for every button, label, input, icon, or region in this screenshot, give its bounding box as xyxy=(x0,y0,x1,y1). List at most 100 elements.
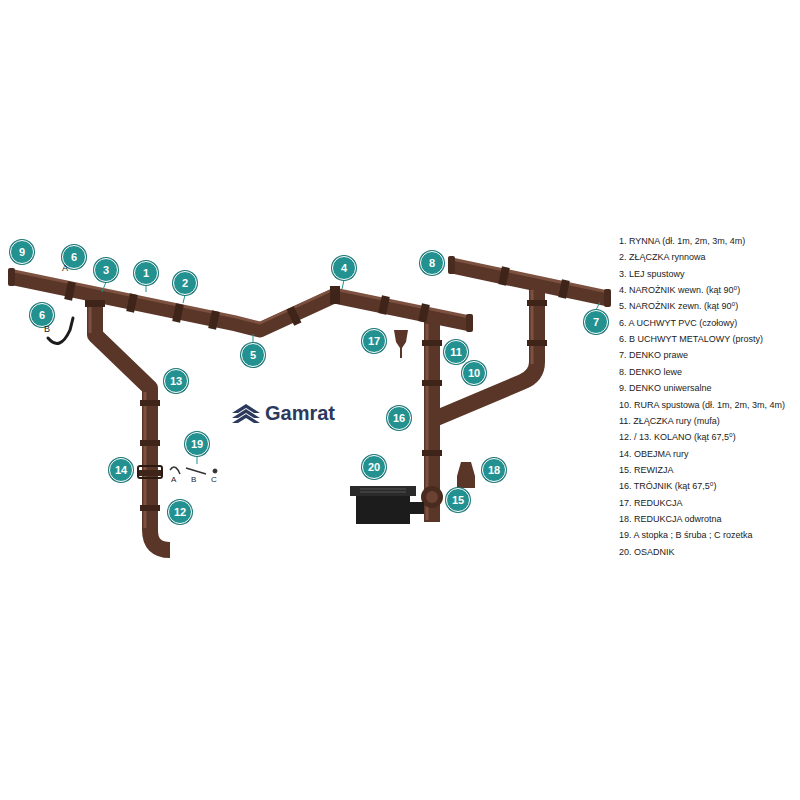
parts-list-item: 12. / 13. KOLANO (kąt 67,5⁰) xyxy=(619,433,736,443)
illustration-part xyxy=(102,282,106,292)
illustration-part xyxy=(418,303,430,322)
callout-text: 15 xyxy=(452,495,464,506)
callout-text: 3 xyxy=(103,265,109,276)
illustration-part xyxy=(330,286,340,304)
callout-number: 14 xyxy=(109,458,133,482)
parts-list-item: 8. DENKO lewe xyxy=(619,368,682,378)
callout-number: 11 xyxy=(444,340,468,364)
variant-letter: B xyxy=(44,325,50,335)
illustration-part xyxy=(432,282,537,420)
parts-list-item: 14. OBEJMA rury xyxy=(619,450,689,460)
callout-text: 2 xyxy=(182,278,188,289)
callout-number: 4 xyxy=(332,256,356,280)
illustration-part xyxy=(186,468,206,474)
illustration-part xyxy=(527,300,547,306)
parts-list-item: 2. ZŁĄCZKA rynnowa xyxy=(619,253,706,263)
rewizja xyxy=(421,486,443,508)
illustration-part xyxy=(356,496,410,524)
callout-text: 6 xyxy=(71,252,77,263)
illustration-part xyxy=(394,330,408,358)
illustration-part xyxy=(213,469,217,473)
parts-list-item: 18. REDUKCJA odwrotna xyxy=(619,515,722,525)
callout-number: 10 xyxy=(462,361,486,385)
callout-text: 16 xyxy=(393,413,405,424)
illustration-part xyxy=(64,281,76,300)
gamrat-logo-icon xyxy=(232,404,260,423)
callout-text: 7 xyxy=(593,317,599,328)
illustration-part xyxy=(183,295,185,303)
parts-list-item: 19. A stopka ; B śruba ; C rozetka xyxy=(619,531,753,541)
callout-number: 19 xyxy=(185,432,209,456)
parts-list-item: 1. RYNNA (dł. 1m, 2m, 3m, 4m) xyxy=(619,237,745,247)
illustration-part xyxy=(146,285,147,292)
parts-list-item: 4. NAROŻNIK wewn. (kąt 90⁰) xyxy=(619,286,740,296)
illustration-part xyxy=(604,289,611,307)
illustration-part xyxy=(14,271,470,323)
parts-list-item: 10. RURA spustowa (dł. 1m, 2m, 3m, 4m) xyxy=(619,401,785,411)
illustration-part xyxy=(498,266,510,285)
variant-letter: C xyxy=(211,476,217,485)
callout-number: 17 xyxy=(362,329,386,353)
clamp-ring xyxy=(138,466,162,478)
illustration-part xyxy=(596,302,600,310)
callout-text: 17 xyxy=(368,336,380,347)
callout-text: 12 xyxy=(174,507,186,518)
illustration-part xyxy=(422,380,442,386)
illustration-part xyxy=(466,314,473,332)
osadnik xyxy=(350,486,424,524)
illustration-part xyxy=(172,303,184,322)
parts-list-item: 6. B UCHWYT METALOWY (prosty) xyxy=(619,335,763,345)
variant-letter: A xyxy=(171,476,176,485)
variant-letter: B xyxy=(191,476,196,485)
callout-text: 6 xyxy=(39,310,45,321)
callout-text: 13 xyxy=(170,376,182,387)
illustration-part xyxy=(140,505,160,511)
illustration-part xyxy=(8,268,15,286)
callout-text: 8 xyxy=(429,258,435,269)
callout-number: 18 xyxy=(482,458,506,482)
illustration-part xyxy=(422,340,442,346)
parts-list-item: 6. A UCHWYT PVC (czołowy) xyxy=(619,319,737,329)
callout-text: 18 xyxy=(488,465,500,476)
illustration-part xyxy=(426,491,438,503)
callout-number: 5 xyxy=(241,343,265,367)
illustration-part xyxy=(378,295,390,314)
parts-list-item: 17. REDUKCJA xyxy=(619,499,683,509)
illustration-part xyxy=(404,502,424,514)
callout-text: 19 xyxy=(191,439,203,450)
callout-number: 2 xyxy=(173,271,197,295)
callout-number: 3 xyxy=(94,258,118,282)
callout-text: 9 xyxy=(19,247,25,258)
parts-list-item: 20. OSADNIK xyxy=(619,548,675,558)
illustration-part xyxy=(126,293,138,312)
parts-list-item: 9. DENKO uniwersalne xyxy=(619,384,712,394)
parts-list-item: 15. REWIZJA xyxy=(619,466,674,476)
callout-number: 13 xyxy=(164,369,188,393)
illustration-part xyxy=(95,300,170,550)
illustration-part xyxy=(457,462,475,488)
illustration-part xyxy=(232,414,260,423)
variant-letter: A xyxy=(62,264,68,274)
illustration-part xyxy=(558,279,570,298)
pipe-joints xyxy=(85,300,547,511)
callout-number: 15 xyxy=(446,488,470,512)
illustration-part xyxy=(140,400,160,406)
parts-list-item: 5. NAROŻNIK zewn. (kąt 90⁰) xyxy=(619,302,738,312)
illustration-part xyxy=(197,456,198,464)
illustration-part xyxy=(360,489,406,492)
callout-number: 6 xyxy=(30,303,54,327)
fasteners xyxy=(170,467,217,474)
illustration-part xyxy=(253,334,254,343)
callout-number: 7 xyxy=(584,310,608,334)
illustration-part xyxy=(527,340,547,346)
illustration-part xyxy=(287,306,302,326)
parts-list-item: 3. LEJ spustowy xyxy=(619,270,685,280)
illustration-part xyxy=(170,467,180,474)
illustration-part xyxy=(85,300,105,307)
callout-text: 10 xyxy=(468,368,480,379)
callout-text: 11 xyxy=(450,347,462,358)
callout-number: 12 xyxy=(168,500,192,524)
callout-text: 20 xyxy=(368,462,380,473)
illustration-part xyxy=(138,466,162,478)
